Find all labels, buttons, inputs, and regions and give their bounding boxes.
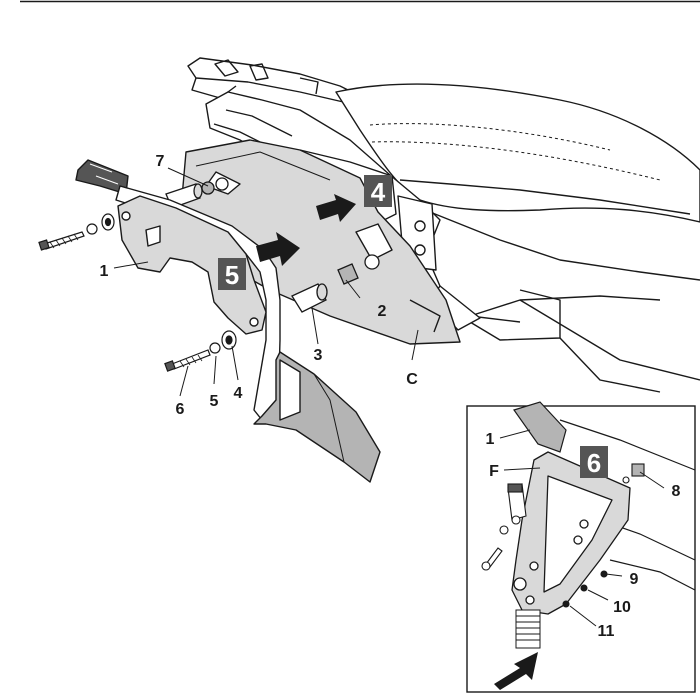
step-label-6: 6 [587,448,601,478]
inset-callout-11: 11 [598,623,615,640]
callout-6: 6 [176,401,185,418]
inset-callout-9: 9 [630,571,639,588]
inset-callout-8: 8 [672,483,681,500]
inset-callout-10: 10 [613,599,631,616]
inset-callout-1: 1 [486,431,495,448]
hardware-upper [38,213,115,251]
arrow-step-5 [256,232,300,266]
callout-c: C [406,371,418,388]
callout-7: 7 [156,153,165,170]
side-plate-c [179,139,461,345]
inset-callout-f: F [489,463,499,480]
bracket-1 [75,159,381,483]
callout-4: 4 [234,385,243,402]
inset-bracket-f [511,451,631,615]
arrow-step-4 [316,194,356,222]
hardware-lower [164,330,237,372]
inset-detail: 6 1 F 8 9 10 11 [466,401,696,693]
callout-5: 5 [210,393,219,410]
inset-arrow [494,652,538,690]
callout-leaders [113,167,419,397]
inset-hardware [481,463,645,608]
step-label-4: 4 [371,177,386,207]
step-box-6 [580,446,608,478]
inset-threaded-boss [515,609,541,649]
inset-leaders [499,429,665,627]
callout-2: 2 [378,303,387,320]
step-box-5 [218,258,246,290]
inset-part-1 [513,401,567,453]
callout-3: 3 [314,347,323,364]
step-label-5: 5 [225,260,239,290]
step-box-4 [364,175,392,207]
callout-1: 1 [100,263,109,280]
